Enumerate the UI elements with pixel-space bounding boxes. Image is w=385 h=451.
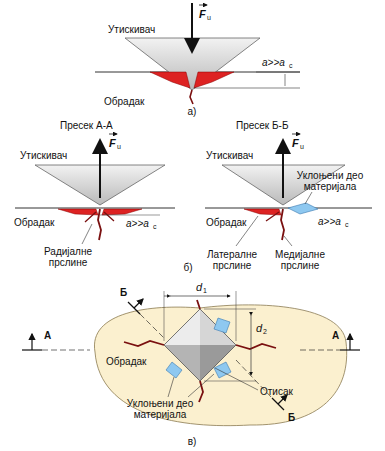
crack-label: Медијалне прслине — [269, 249, 331, 271]
force-symbol: F — [109, 137, 116, 149]
dimension-label: a>>a — [318, 216, 341, 227]
subfigure-label: в) — [188, 436, 197, 447]
section-title: Пресек Б-Б — [236, 120, 288, 131]
crack-label: Радијалне прслине — [36, 246, 100, 268]
part-label: Обрадак — [104, 96, 144, 107]
section-mark: А — [44, 330, 51, 341]
part-label: Отисак — [260, 386, 293, 397]
dimension-label: a>>a — [262, 57, 285, 68]
force-symbol: F — [199, 8, 206, 20]
subfigure-label: а) — [188, 106, 197, 117]
subfigure-label: б) — [183, 262, 192, 273]
section-mark: Б — [288, 412, 295, 423]
subscript: u — [207, 14, 211, 22]
part-label: Утискивач — [206, 150, 253, 161]
subscript: c — [289, 62, 293, 70]
crack-label: Латералне прслине — [201, 249, 263, 271]
subscript: u — [300, 143, 304, 151]
part-label: Уклоњени део материјала — [110, 398, 210, 420]
force-symbol: F — [292, 137, 299, 149]
subscript: u — [117, 143, 121, 151]
part-label: Обрадак — [106, 356, 146, 367]
subscript: 2 — [263, 328, 267, 336]
part-label: Обрадак — [206, 217, 246, 228]
section-mark: Б — [120, 287, 127, 298]
section-title: Пресек А-А — [60, 120, 113, 131]
part-label: Утискивач — [108, 24, 155, 35]
subscript: 1 — [203, 287, 207, 295]
dimension-label: a>>a — [126, 218, 149, 229]
dimension-label: d — [256, 322, 262, 334]
part-label: Утискивач — [20, 150, 67, 161]
part-label: Обрадак — [14, 217, 54, 228]
dimension-label: d — [196, 281, 202, 293]
section-mark: А — [332, 330, 339, 341]
part-label: Уклоњени део материјала — [290, 170, 370, 192]
subscript: c — [345, 221, 349, 229]
subscript: c — [153, 223, 157, 231]
